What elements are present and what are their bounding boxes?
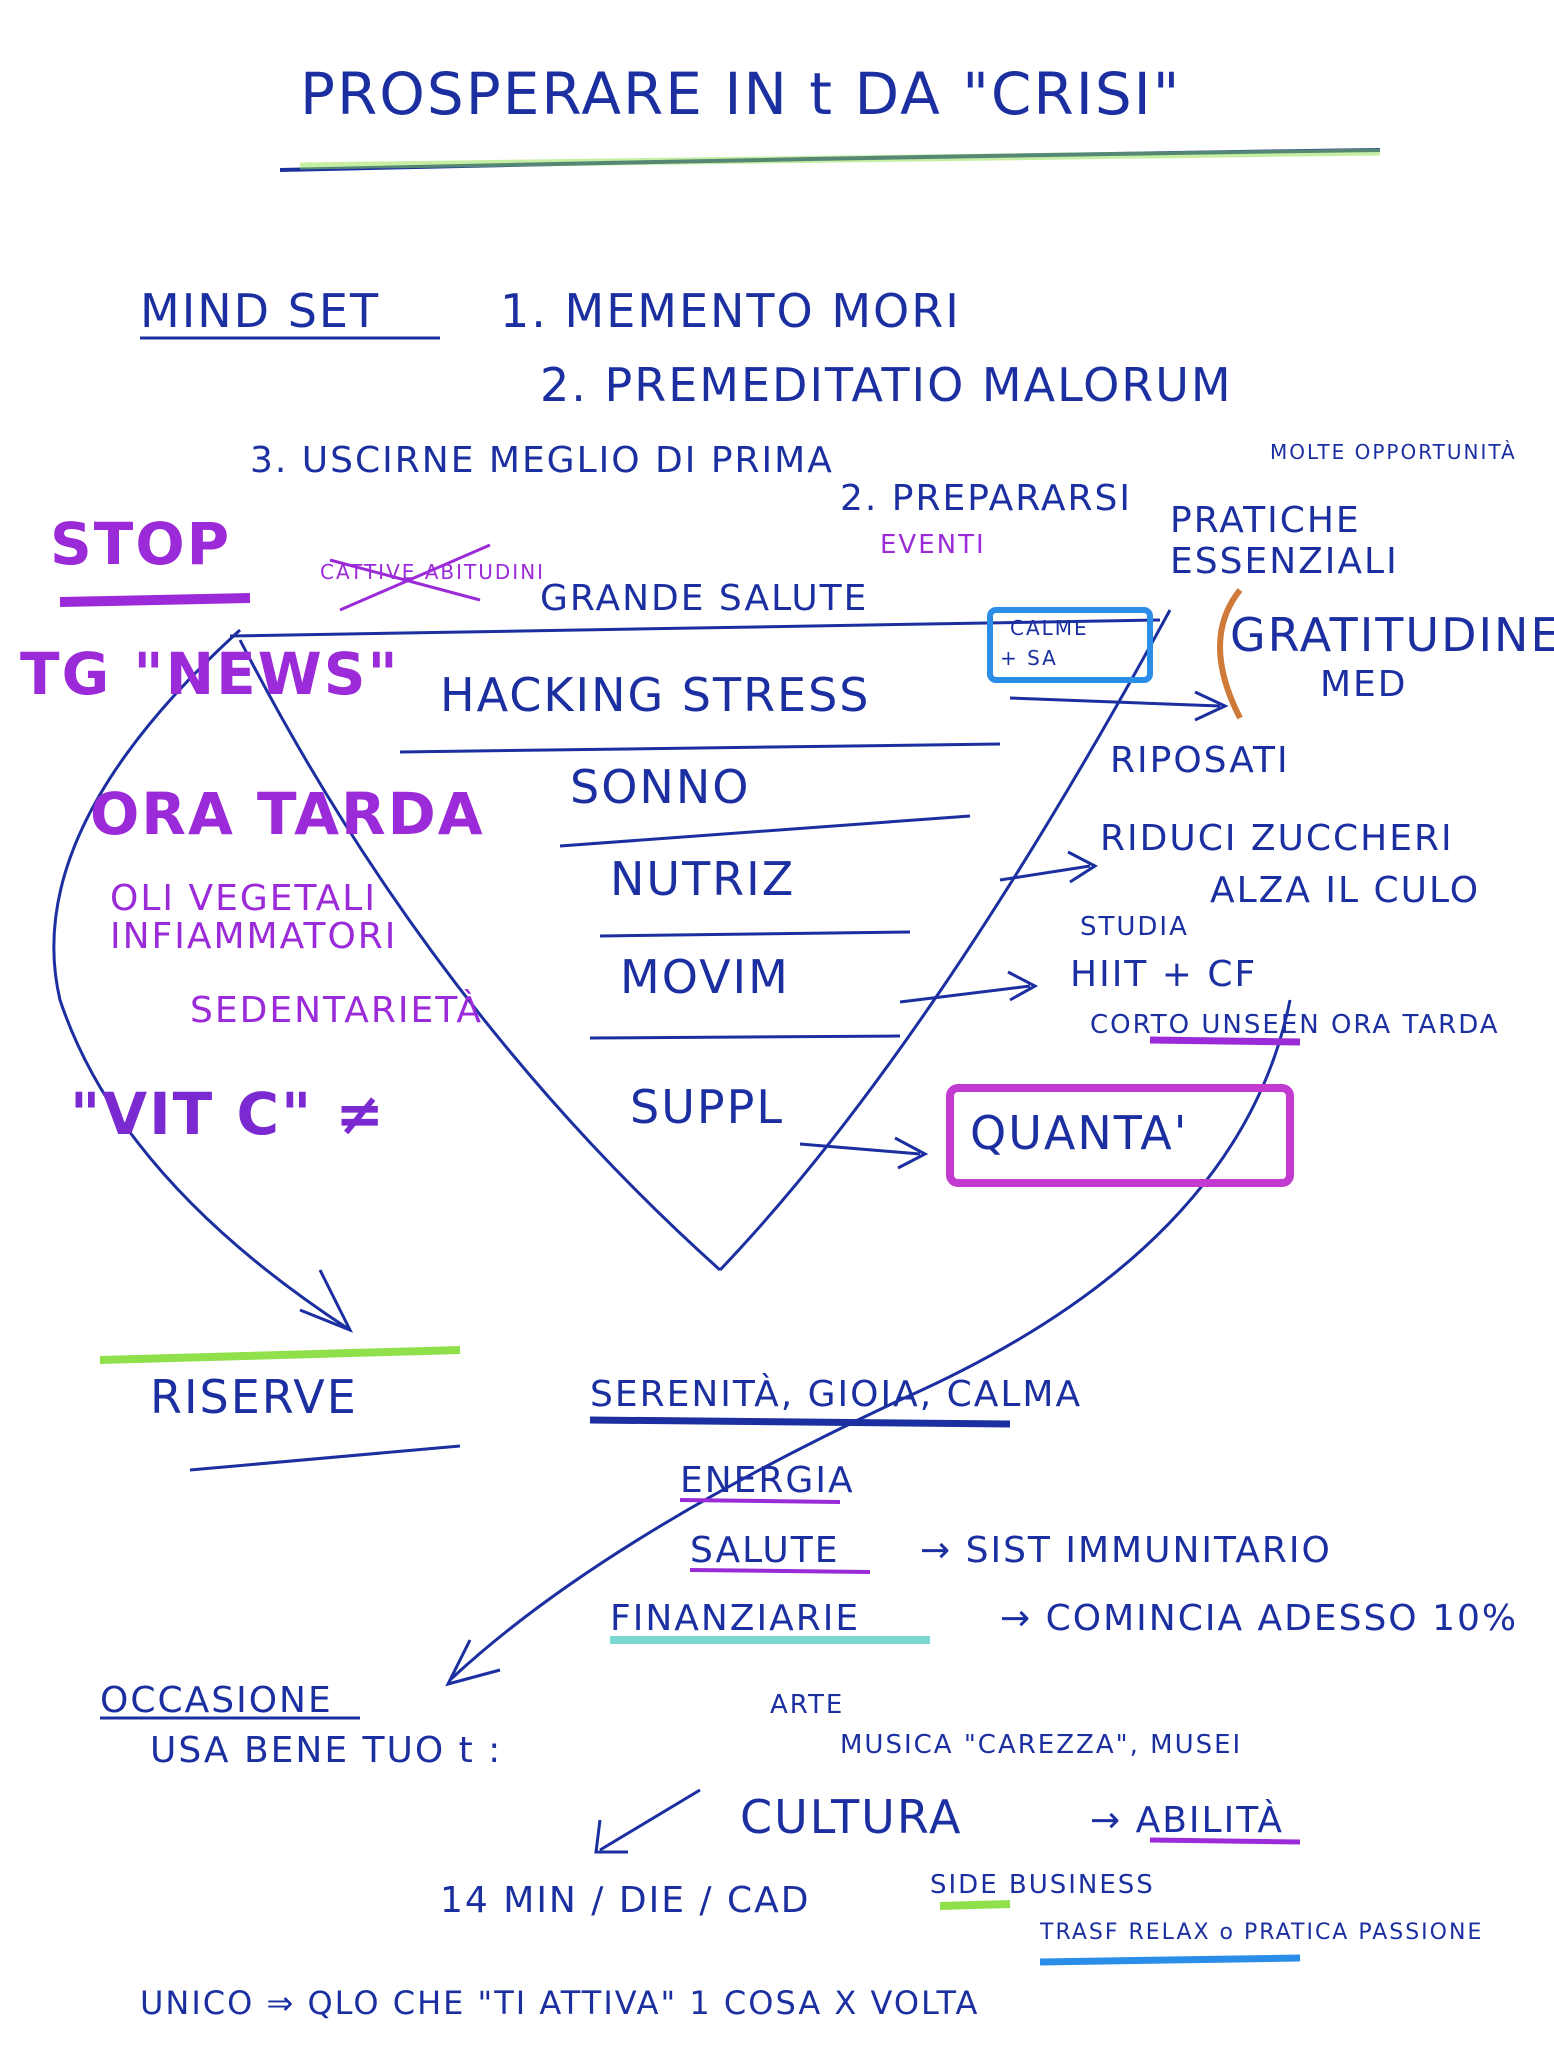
mindset-item-1: 1. MEMENTO MORI <box>500 284 961 338</box>
usa-label: USA BENE TUO t : <box>150 1730 503 1771</box>
funnel-top-line <box>229 618 1161 638</box>
cultura-label: CULTURA <box>740 1790 963 1844</box>
pratiche-label: PRATICHE ESSENZIALI <box>1170 500 1399 582</box>
finanziarie-label: FINANZIARIE <box>610 1598 861 1639</box>
salute-out-label: SALUTE <box>690 1530 840 1571</box>
quanta-label: QUANTA' <box>970 1106 1189 1160</box>
med-label: MED <box>1320 664 1408 705</box>
calme-label: CALME <box>1010 616 1089 640</box>
pillar-movim: MOVIM <box>620 950 790 1004</box>
funnel-line-2 <box>559 814 971 848</box>
mindset-label: MIND SET <box>140 284 381 338</box>
ora-tarda-label: ORA TARDA <box>90 780 485 848</box>
vitc-label: "VIT C" ≠ <box>70 1080 387 1148</box>
corto-underline <box>1149 1036 1301 1046</box>
energia-underline <box>679 1498 841 1504</box>
arrow-cultura-left <box>594 1788 701 1854</box>
opportunita-label: MOLTE OPPORTUNITÀ <box>1270 440 1517 464</box>
arrow-to-hiit <box>899 970 1039 1004</box>
eventi-label: EVENTI <box>880 530 986 560</box>
pillar-suppl: SUPPL <box>630 1080 784 1134</box>
mindset-item-3: 3. USCIRNE MEGLIO DI PRIMA <box>250 440 834 481</box>
serenita-underline <box>589 1416 1011 1428</box>
sistema-label: → SIST IMMUNITARIO <box>920 1530 1332 1571</box>
stop-label: STOP <box>50 510 232 578</box>
stress-box <box>987 607 1153 683</box>
tg-news-label: TG "NEWS" <box>20 640 400 708</box>
abilita-label: → ABILITÀ <box>1090 1800 1285 1841</box>
alza-label: ALZA IL CULO <box>1210 870 1481 911</box>
min-label: 14 MIN / DIE / CAD <box>440 1880 811 1921</box>
studia-label: STUDIA <box>1080 912 1189 942</box>
riserve-bracket <box>99 1346 461 1364</box>
arrow-to-gratitudine <box>1009 690 1229 722</box>
comincia-label: → COMINCIA ADESSO 10% <box>1000 1598 1519 1639</box>
pillar-sonno: SONNO <box>570 760 751 814</box>
cattive-label: CATTIVE ABITUDINI <box>320 560 546 584</box>
side-label: SIDE BUSINESS <box>930 1870 1155 1900</box>
gratitudine-label: GRATITUDINE <box>1230 608 1554 662</box>
funnel-right-edge <box>718 609 1172 1272</box>
loop-to-riserve <box>52 628 354 1333</box>
riposati-label: RIPOSATI <box>1110 740 1290 781</box>
funnel-line-1 <box>399 742 1001 754</box>
corto-label: CORTO UNSEEN ORA TARDA <box>1090 1010 1500 1040</box>
energia-label: ENERGIA <box>680 1460 855 1501</box>
sa-label: + SA <box>1000 646 1058 670</box>
hiit-label: HIIT + CF <box>1070 954 1258 995</box>
pillar-nutriz: NUTRIZ <box>610 852 796 906</box>
pillar-hacking-stress: HACKING STRESS <box>440 668 871 722</box>
curve-to-occasione <box>445 999 1292 1687</box>
unico-label: UNICO ⇒ QLO CHE "TI ATTIVA" 1 COSA X VOL… <box>140 1984 980 2022</box>
prepararsi-label: 2. PREPARARSI <box>840 478 1132 519</box>
cattive-strike <box>329 543 491 612</box>
riserve-label: RISERVE <box>150 1370 358 1424</box>
stop-underline <box>59 593 251 607</box>
occasione-label: OCCASIONE <box>100 1680 333 1721</box>
arrow-to-quanta <box>799 1136 929 1170</box>
side-underline <box>939 1900 1011 1910</box>
relax-underline <box>1039 1954 1301 1966</box>
olii-label: OLI VEGETALI INFIAMMATORI <box>110 878 398 957</box>
relax-label: TRASF RELAX o PRATICA PASSIONE <box>1040 1920 1484 1945</box>
riserve-underline <box>189 1444 461 1472</box>
salute-underline <box>689 1568 871 1574</box>
abilita-underline <box>1149 1837 1301 1845</box>
gratitudine-bracket <box>1217 588 1243 720</box>
page-title: PROSPERARE IN t DA "CRISI" <box>300 60 1182 128</box>
arte-label: ARTE <box>770 1690 845 1720</box>
funnel-line-4 <box>589 1034 901 1040</box>
sedentarieta-label: SEDENTARIETÀ <box>190 990 484 1031</box>
riduci-label: RIDUCI ZUCCHERI <box>1100 818 1454 859</box>
title-underline-green <box>299 148 1381 170</box>
funnel-left-edge <box>238 639 722 1272</box>
pillar-salute: GRANDE SALUTE <box>540 578 869 619</box>
musica-label: MUSICA "CAREZZA", MUSEI <box>840 1730 1243 1760</box>
arrow-to-riduci <box>999 850 1098 884</box>
quanta-box <box>946 1084 1294 1187</box>
mindset-item-2: 2. PREMEDITATIO MALORUM <box>540 358 1233 412</box>
serenita-label: SERENITÀ, GIOIA, CALMA <box>590 1374 1083 1415</box>
funnel-line-3 <box>599 930 911 938</box>
